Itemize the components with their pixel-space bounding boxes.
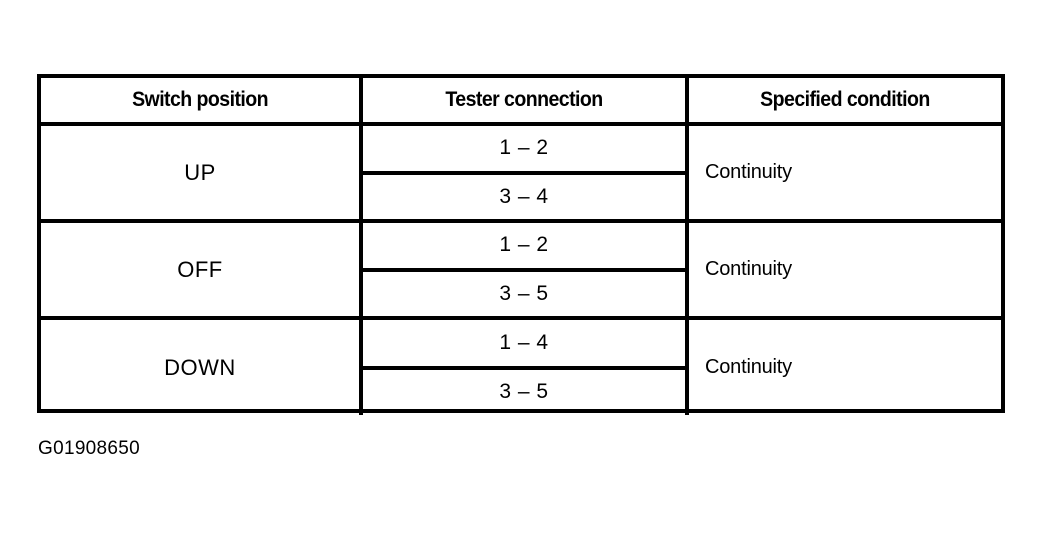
- cell-specified-condition: Continuity: [685, 124, 1001, 221]
- tester-connection-item: 1 – 2: [363, 126, 685, 175]
- table-row: DOWN 1 – 4 3 – 5 Continuity: [41, 318, 1001, 415]
- table-row: OFF 1 – 2 3 – 5 Continuity: [41, 221, 1001, 318]
- cell-specified-condition: Continuity: [685, 318, 1001, 415]
- column-header-switch-position: Switch position: [52, 78, 350, 126]
- table-row: UP 1 – 2 3 – 4 Continuity: [41, 124, 1001, 221]
- tester-connection-item: 1 – 2: [363, 223, 685, 272]
- tester-connection-item: 3 – 5: [499, 379, 549, 403]
- cell-specified-condition: Continuity: [685, 221, 1001, 318]
- tester-connection-group: 1 – 2 3 – 4: [363, 126, 685, 219]
- cell-tester-connection: 1 – 2 3 – 5: [359, 221, 687, 318]
- cell-switch-position: OFF: [177, 256, 223, 282]
- cell-switch-position: DOWN: [164, 354, 236, 380]
- header-row: Switch position Tester connection Specif…: [41, 78, 1001, 126]
- switch-continuity-table: Switch position Tester connection Specif…: [41, 78, 1001, 415]
- tester-connection-group: 1 – 2 3 – 5: [363, 223, 685, 316]
- tester-connection-item: 3 – 4: [499, 184, 549, 208]
- tester-connection-item: 3 – 5: [499, 281, 549, 305]
- tester-connection-item: 1 – 4: [363, 321, 685, 370]
- table-body: UP 1 – 2 3 – 4 Continuity OFF 1 – 2: [41, 124, 1001, 415]
- column-header-tester-connection: Tester connection: [370, 78, 676, 126]
- table-header: Switch position Tester connection Specif…: [41, 78, 1001, 126]
- tester-connection-group: 1 – 4 3 – 5: [363, 321, 685, 414]
- column-header-specified-condition: Specified condition: [696, 78, 991, 126]
- cell-tester-connection: 1 – 2 3 – 4: [359, 124, 687, 221]
- cell-tester-connection: 1 – 4 3 – 5: [359, 318, 687, 415]
- figure-caption: G01908650: [38, 438, 141, 459]
- specification-table: Switch position Tester connection Specif…: [37, 74, 1005, 415]
- cell-switch-position: UP: [184, 159, 216, 185]
